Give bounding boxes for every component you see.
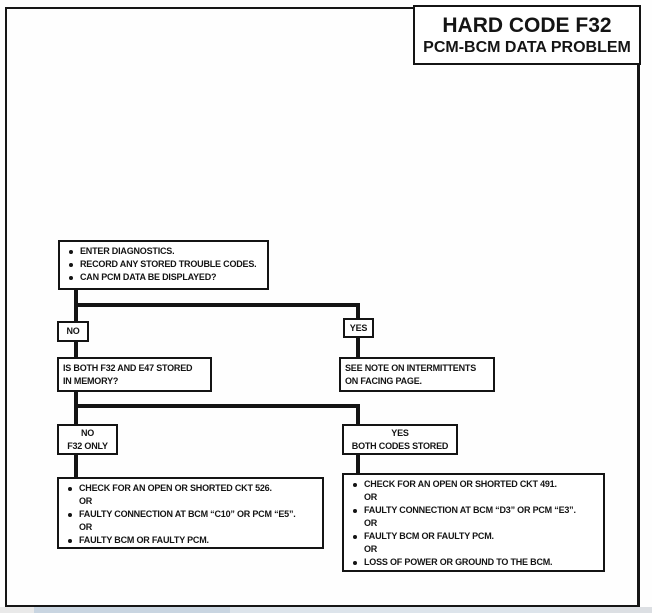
or-separator: OR bbox=[364, 492, 378, 502]
window-edge-strip bbox=[0, 607, 34, 613]
list-item: RECORD ANY STORED TROUBLE CODES. bbox=[64, 258, 264, 271]
bullet-icon bbox=[64, 245, 80, 258]
page-subtitle: PCM-BCM DATA PROBLEM bbox=[423, 38, 631, 56]
connector-branch2-horizontal bbox=[74, 404, 360, 408]
list-item: CAN PCM DATA BE DISPLAYED? bbox=[64, 271, 264, 284]
list-item: ENTER DIAGNOSTICS. bbox=[64, 245, 264, 258]
connector-branch1-horizontal bbox=[74, 303, 360, 307]
title-box: HARD CODE F32 PCM-BCM DATA PROBLEM bbox=[413, 5, 641, 65]
list-item: CHECK FOR AN OPEN OR SHORTED CKT 491. bbox=[348, 478, 600, 491]
bullet-icon bbox=[348, 556, 364, 569]
f32-only-result-box: CHECK FOR AN OPEN OR SHORTED CKT 526. OR… bbox=[57, 477, 324, 549]
list-item: FAULTY BCM OR FAULTY PCM. bbox=[348, 530, 600, 543]
list-item: FAULTY CONNECTION AT BCM “C10” OR PCM “E… bbox=[63, 508, 319, 521]
page-border-frame bbox=[5, 7, 640, 608]
page-title: HARD CODE F32 bbox=[442, 13, 612, 37]
bullet-icon bbox=[63, 534, 79, 547]
connector-branch2-yes-down bbox=[356, 404, 360, 426]
list-item: FAULTY CONNECTION AT BCM “D3” OR PCM “E3… bbox=[348, 504, 600, 517]
connector-bothcodes-down bbox=[356, 455, 360, 475]
window-edge-strip bbox=[34, 607, 230, 613]
connector-f32only-down bbox=[74, 455, 78, 478]
start-diagnostics-box: ENTER DIAGNOSTICS. RECORD ANY STORED TRO… bbox=[58, 240, 269, 290]
connector-no-to-question bbox=[74, 342, 78, 359]
window-edge-strip bbox=[560, 607, 652, 613]
or-separator: OR bbox=[364, 518, 378, 528]
window-edge-strip bbox=[230, 607, 560, 613]
bullet-icon bbox=[63, 482, 79, 495]
bullet-icon bbox=[348, 530, 364, 543]
bullet-icon bbox=[64, 271, 80, 284]
bullet-icon bbox=[64, 258, 80, 271]
branch1-yes-label: YES bbox=[343, 318, 374, 338]
or-separator: OR bbox=[79, 496, 93, 506]
intermittents-note-box: SEE NOTE ON INTERMITTENTS ON FACING PAGE… bbox=[339, 357, 495, 392]
list-item: FAULTY BCM OR FAULTY PCM. bbox=[63, 534, 319, 547]
both-codes-result-box: CHECK FOR AN OPEN OR SHORTED CKT 491. OR… bbox=[342, 473, 605, 572]
connector-branch1-yes-down bbox=[356, 303, 360, 320]
or-separator: OR bbox=[79, 522, 93, 532]
branch2-no-f32only-label: NO F32 ONLY bbox=[57, 424, 118, 455]
connector-yes-to-note bbox=[356, 338, 360, 359]
memory-question-box: IS BOTH F32 AND E47 STORED IN MEMORY? bbox=[57, 357, 212, 392]
bullet-icon bbox=[63, 508, 79, 521]
branch2-yes-bothcodes-label: YES BOTH CODES STORED bbox=[342, 424, 458, 455]
list-item: CHECK FOR AN OPEN OR SHORTED CKT 526. bbox=[63, 482, 319, 495]
or-separator: OR bbox=[364, 544, 378, 554]
bullet-icon bbox=[348, 478, 364, 491]
list-item: LOSS OF POWER OR GROUND TO THE BCM. bbox=[348, 556, 600, 569]
bullet-icon bbox=[348, 504, 364, 517]
branch1-no-label: NO bbox=[57, 321, 89, 342]
